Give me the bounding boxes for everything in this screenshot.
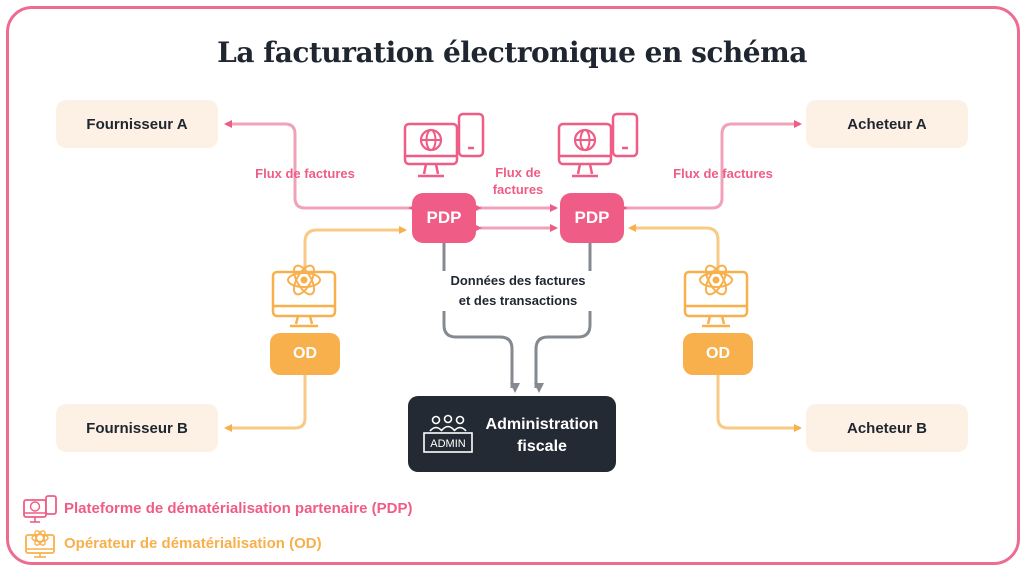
administration-fiscale: ADMIN Administration fiscale [408, 396, 616, 472]
od-line-left-top [303, 226, 407, 275]
data-line-left [442, 242, 520, 393]
fournisseur-b: Fournisseur B [56, 404, 218, 452]
flow-label-right: Flux de factures [673, 166, 773, 181]
od-line-right-top [628, 224, 720, 275]
legend-pdp-icon [23, 495, 57, 523]
od-line-right-bottom [716, 374, 802, 432]
acheteur-a: Acheteur A [806, 100, 968, 148]
page-title: La facturation électronique en schéma [217, 36, 807, 69]
legend-od: Opérateur de dématérialisation (OD) [64, 535, 322, 552]
admin-people-icon: ADMIN [423, 414, 473, 453]
od-left: OD [270, 333, 340, 375]
atom-monitor-icon [683, 264, 749, 328]
od-right: OD [683, 333, 753, 375]
pdp-right: PDP [560, 193, 624, 243]
computer-globe-icon [557, 112, 639, 178]
flow-label-middle: Flux de factures [492, 165, 544, 197]
computer-globe-icon [403, 112, 485, 178]
pdp-left: PDP [412, 193, 476, 243]
atom-monitor-icon [271, 264, 337, 328]
flow-label-left: Flux de factures [255, 166, 355, 181]
od-line-left-bottom [224, 374, 307, 432]
legend-pdp: Plateforme de dématérialisation partenai… [64, 500, 413, 517]
data-label: Données des factures et des transactions [434, 271, 602, 311]
admin-badge-text: ADMIN [430, 438, 466, 450]
flow-line-acheteur-a [620, 120, 802, 212]
flow-line-fournisseur-a [224, 120, 416, 212]
fournisseur-a: Fournisseur A [56, 100, 218, 148]
acheteur-b: Acheteur B [806, 404, 968, 452]
data-line-right [534, 242, 592, 393]
administration-label: Administration fiscale [485, 416, 599, 455]
legend-od-icon [25, 530, 55, 558]
